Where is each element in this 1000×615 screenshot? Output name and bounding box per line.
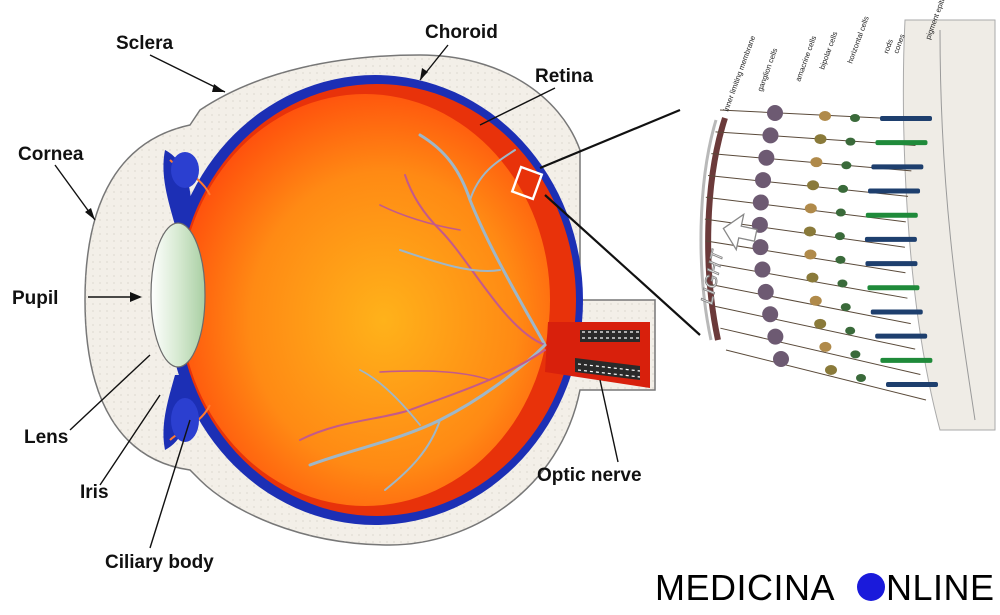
horizontal-cell [834, 232, 845, 241]
retina-cell-row [720, 327, 933, 376]
ganglion-cell [752, 239, 769, 256]
bipolar-cell [814, 134, 827, 145]
ganglion-cell [754, 261, 771, 278]
leader-lines [54, 44, 619, 549]
label-pupil: Pupil [12, 288, 58, 309]
bipolar-cell [819, 341, 832, 352]
ganglion-cell [758, 149, 775, 166]
iris-upper [163, 150, 192, 225]
rod-cell [864, 236, 917, 242]
retina-layers-detail [699, 19, 996, 431]
cone-cell [880, 357, 933, 363]
horizontal-cell [850, 350, 861, 359]
rod-cell [865, 261, 918, 267]
ganglion-cell [762, 306, 779, 323]
bipolar-cell [806, 272, 819, 283]
label-choroid: Choroid [425, 22, 498, 43]
horizontal-cell [835, 255, 846, 264]
rod-cell [871, 164, 924, 170]
zoom-line-top [539, 108, 681, 170]
cone-cell [867, 285, 920, 291]
ganglion-cell [762, 127, 779, 144]
zoom-line-bottom [544, 194, 701, 336]
cone-cell [865, 212, 918, 218]
watermark-right: NLINE [886, 567, 995, 608]
ciliary-body-lower [171, 398, 199, 442]
watermark-left: MEDICINA [655, 567, 835, 608]
bipolar-cell [803, 226, 816, 237]
bipolar-cell [807, 180, 820, 191]
bipolar-cell [809, 295, 822, 306]
retina-cell-row [719, 105, 932, 122]
ciliary-body-upper [171, 152, 199, 188]
rod-cell [868, 188, 921, 194]
label-ciliary-body: Ciliary body [105, 552, 214, 573]
horizontal-cell [838, 184, 849, 193]
label-amacrine-cells: amacrine cells [793, 34, 818, 82]
bipolar-cell [804, 203, 817, 214]
bipolar-cell [814, 318, 827, 329]
horizontal-cell [845, 326, 856, 335]
horizontal-cell [845, 137, 856, 146]
retina-cell-row [711, 149, 924, 172]
bipolar-cell [804, 249, 817, 260]
bipolar-cell [819, 111, 831, 121]
bipolar-cell [825, 365, 837, 375]
ganglion-cell [757, 283, 774, 300]
rod-cell [870, 309, 923, 315]
bipolar-cell [810, 157, 823, 168]
retina-cell-row [710, 283, 923, 325]
lens-shape [150, 222, 206, 368]
iris-ciliary [163, 150, 211, 450]
horizontal-cell [840, 303, 851, 312]
retina-cell-row [715, 127, 928, 146]
rod-cell [886, 382, 938, 387]
label-optic-nerve: Optic nerve [537, 465, 642, 486]
label-bipolar-cells: bipolar cells [817, 30, 839, 71]
cone-cell [875, 140, 928, 146]
ganglion-cell [755, 172, 772, 189]
optic-nerve-shape [545, 322, 650, 388]
horizontal-cell [850, 114, 860, 122]
ganglion-cell [773, 351, 789, 367]
label-ganglion-cells: ganglion cells [755, 47, 779, 93]
retinal-blood-vessels [299, 133, 547, 491]
retina-cell-row [715, 305, 928, 350]
watermark: MEDICINA NLINE [655, 567, 995, 608]
horizontal-cell [856, 374, 866, 382]
horizontal-cell [841, 161, 852, 170]
rod-cell [875, 333, 928, 339]
ganglion-cell [767, 328, 784, 345]
horizontal-cell [837, 279, 848, 288]
watermark-dot [857, 573, 885, 601]
retina-cell-row [705, 194, 918, 223]
retina-cell-row [707, 261, 920, 299]
label-lens: Lens [24, 427, 68, 448]
label-cornea: Cornea [18, 144, 84, 165]
horizontal-cell [835, 208, 846, 217]
label-iris: Iris [80, 482, 109, 503]
label-sclera: Sclera [116, 33, 173, 54]
retina-cell-row [705, 239, 918, 274]
label-horizontal-cells: horizontal cells [845, 15, 871, 65]
retina-cell-row [707, 172, 921, 197]
eyeball-interior [180, 94, 550, 506]
rod-cell [880, 116, 932, 121]
retina-cell-row [725, 349, 938, 401]
inner-limiting-membrane-band [705, 117, 728, 341]
label-inner-limiting-membrane: inner limiting membrane [721, 34, 757, 112]
magnified-region-box [510, 165, 544, 201]
label-retina: Retina [535, 66, 594, 87]
ganglion-cell [752, 194, 769, 211]
ganglion-cell [767, 105, 783, 121]
